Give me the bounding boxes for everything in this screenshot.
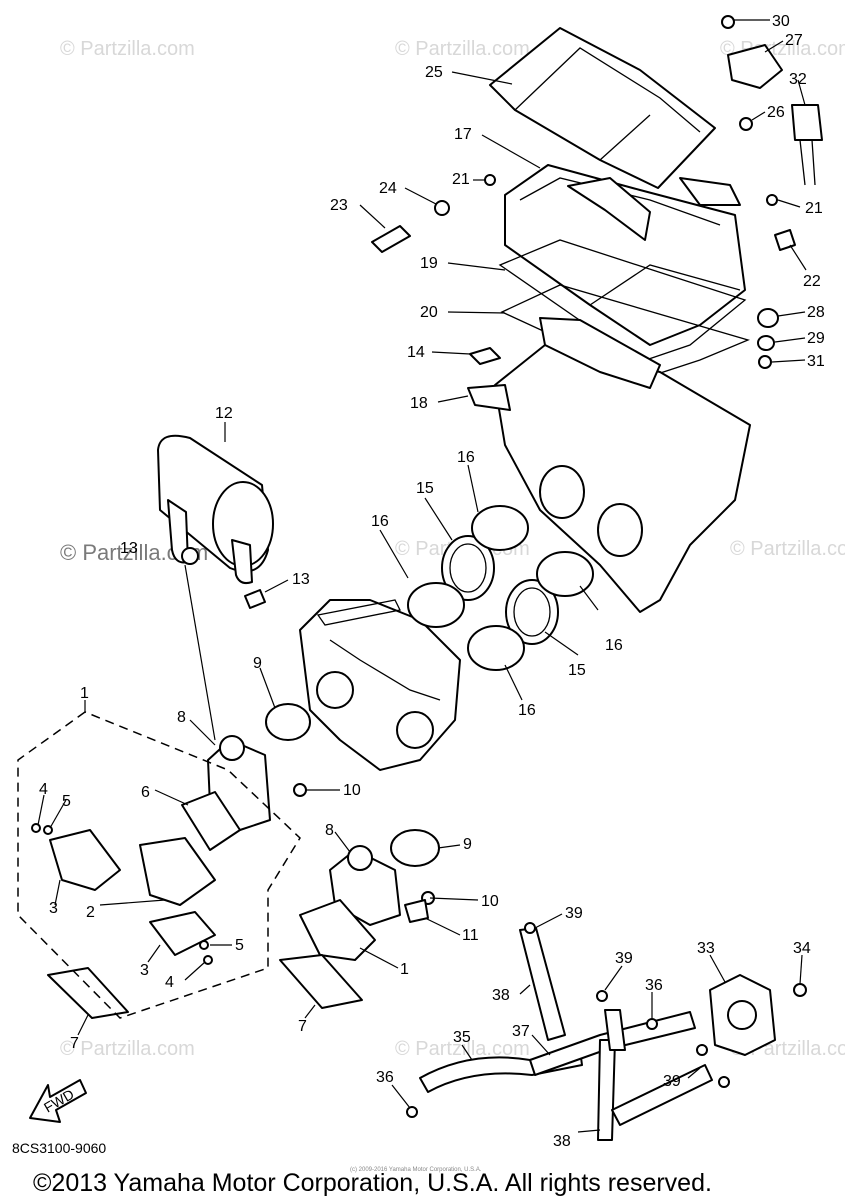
callout-39a: 39: [565, 905, 583, 922]
callout-14: 14: [407, 344, 425, 361]
assembly-outline: [17, 711, 301, 1019]
callout-3a: 3: [49, 900, 58, 917]
callout-8a: 8: [177, 709, 186, 726]
callout-39c: 39: [663, 1073, 681, 1090]
callout-34: 34: [793, 940, 811, 957]
callout-2: 2: [86, 904, 95, 921]
callout-12: 12: [215, 405, 233, 422]
fuel-system: [406, 922, 807, 1141]
callout-32: 32: [789, 71, 807, 88]
callout-9a: 9: [253, 655, 262, 672]
callout-6: 6: [141, 784, 150, 801]
callout-9b: 9: [463, 836, 472, 853]
callout-8b: 8: [325, 822, 334, 839]
callout-37: 37: [512, 1023, 530, 1040]
air-box-lower: [467, 317, 751, 613]
callout-1a: 1: [80, 685, 89, 702]
callout-13a: 13: [120, 540, 138, 557]
air-box-upper: [504, 164, 746, 346]
copyright-notice: ©2013 Yamaha Motor Corporation, U.S.A. A…: [33, 1169, 712, 1197]
callout-3b: 3: [140, 962, 149, 979]
callout-5b: 5: [235, 937, 244, 954]
callout-25: 25: [425, 64, 443, 81]
callout-23: 23: [330, 197, 348, 214]
callout-24: 24: [379, 180, 397, 197]
callout-38a: 38: [492, 987, 510, 1004]
callout-19: 19: [420, 255, 438, 272]
silencer: [157, 434, 274, 609]
callout-36a: 36: [645, 977, 663, 994]
callout-22: 22: [803, 273, 821, 290]
callout-10a: 10: [343, 782, 361, 799]
callout-labels: 30 27 32 25 26 17 21 21 24 23 22 19 28 2…: [39, 13, 825, 1150]
callout-27: 27: [785, 32, 803, 49]
joints-and-clamps: [407, 505, 594, 671]
callout-20: 20: [420, 304, 438, 321]
callout-16d: 16: [518, 702, 536, 719]
watermark: © Partzilla.com: [395, 38, 530, 60]
callout-16b: 16: [371, 513, 389, 530]
callout-7a: 7: [70, 1035, 79, 1052]
watermark: © Partzilla.com: [730, 538, 845, 560]
callout-5a: 5: [62, 793, 71, 810]
sensor-parts: [371, 15, 823, 369]
callout-11: 11: [462, 927, 479, 944]
fine-print: (c) 2009-2016 Yamaha Motor Corporation, …: [350, 1167, 482, 1173]
watermark: © Partzilla.com: [60, 38, 195, 60]
forward-arrow: FWD: [29, 1079, 87, 1123]
callout-30: 30: [772, 13, 790, 30]
callout-21b: 21: [805, 200, 823, 217]
callout-10b: 10: [481, 893, 499, 910]
callout-16c: 16: [605, 637, 623, 654]
carburetors: [299, 599, 461, 771]
diagram-code: 8CS3100-9060: [12, 1140, 106, 1156]
callout-1b: 1: [400, 961, 409, 978]
callout-28: 28: [807, 304, 825, 321]
callout-18: 18: [410, 395, 428, 412]
air-box-lid: [489, 27, 716, 189]
callout-17: 17: [454, 126, 472, 143]
callout-13b: 13: [292, 571, 310, 588]
callout-29: 29: [807, 330, 825, 347]
callout-16a: 16: [457, 449, 475, 466]
callout-38b: 38: [553, 1133, 571, 1150]
callout-33: 33: [697, 940, 715, 957]
callout-15a: 15: [416, 480, 434, 497]
leader-lines: [37, 19, 807, 1133]
callout-39b: 39: [615, 950, 633, 967]
callout-7b: 7: [298, 1018, 307, 1035]
callout-4a: 4: [39, 781, 48, 798]
callout-26: 26: [767, 104, 785, 121]
callout-36b: 36: [376, 1069, 394, 1086]
callout-15b: 15: [568, 662, 586, 679]
callout-4b: 4: [165, 974, 174, 991]
callout-21: 21: [452, 171, 470, 188]
callout-31: 31: [807, 353, 825, 370]
callout-35: 35: [453, 1029, 471, 1046]
watermark: © Partzilla.com: [395, 1038, 530, 1060]
watermark: © Partzilla.com: [60, 1038, 195, 1060]
